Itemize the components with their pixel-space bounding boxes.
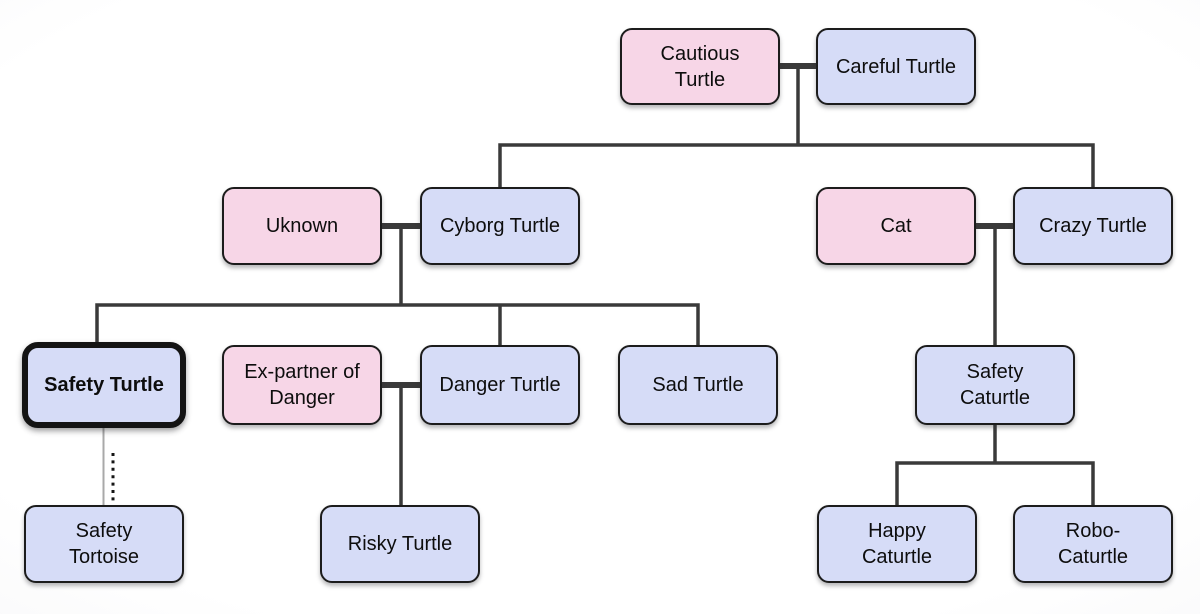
node-label: Careful Turtle [835,55,957,78]
sibling-bar-happy-robo [895,461,1095,506]
node-cyborg-turtle[interactable]: Cyborg Turtle [420,187,580,265]
node-label: Happy Caturtle [861,520,933,568]
node-label: Cautious Turtle [660,42,740,91]
node-ex-partner-of-danger[interactable]: Ex-partner of Danger [222,345,382,425]
node-label: Cyborg Turtle [439,215,561,237]
node-danger-turtle[interactable]: Danger Turtle [420,345,580,425]
node-robo-caturtle[interactable]: Robo- Caturtle [1013,505,1173,583]
node-label: Safety Caturtle [959,361,1031,409]
node-label: Risky Turtle [347,533,453,555]
node-uknown[interactable]: Uknown [222,187,382,265]
node-safety-tortoise[interactable]: Safety Tortoise [24,505,184,583]
sibling-bar-safety-danger-sad [95,303,700,346]
node-label: Safety Tortoise [68,520,140,568]
node-cautious-turtle[interactable]: Cautious Turtle [620,28,780,105]
node-cat[interactable]: Cat [816,187,976,265]
sibling-bar-cyborg-crazy [498,143,1095,188]
node-label: Ex-partner of Danger [244,361,360,409]
node-label: Cat [880,215,912,237]
node-risky-turtle[interactable]: Risky Turtle [320,505,480,583]
node-label: Uknown [265,215,339,237]
node-sad-turtle[interactable]: Sad Turtle [618,345,778,425]
node-label: Safety Turtle [44,374,164,396]
node-crazy-turtle[interactable]: Crazy Turtle [1013,187,1173,265]
node-happy-caturtle[interactable]: Happy Caturtle [817,505,977,583]
node-label: Crazy Turtle [1039,215,1147,237]
node-safety-caturtle[interactable]: Safety Caturtle [915,345,1075,425]
node-label: Sad Turtle [652,374,744,396]
node-safety-turtle[interactable]: Safety Turtle [22,342,186,428]
node-careful-turtle[interactable]: Careful Turtle [816,28,976,105]
node-label: Robo- Caturtle [1057,520,1129,568]
node-label: Danger Turtle [439,374,561,396]
